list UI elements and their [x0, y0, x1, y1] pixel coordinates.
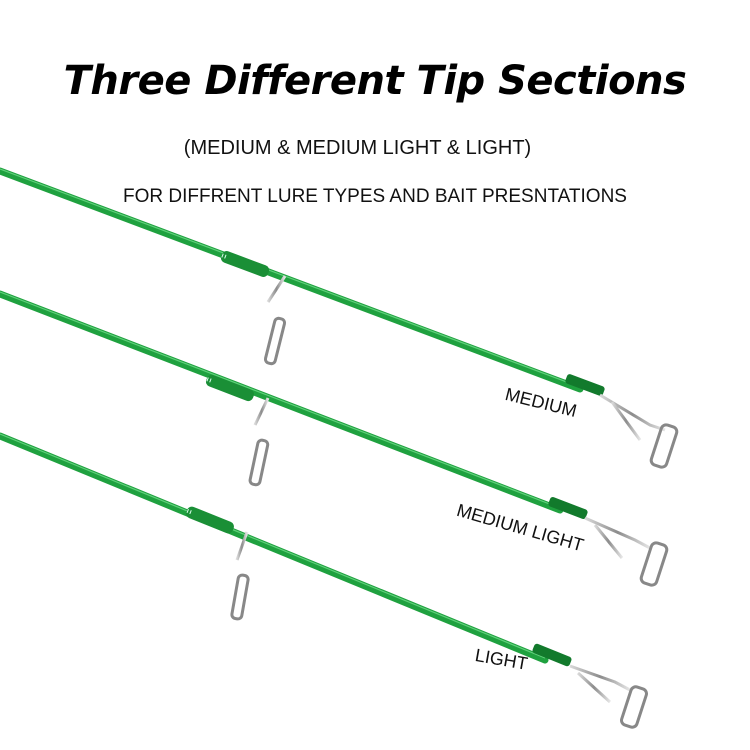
rod-highlight	[0, 168, 581, 388]
rod-blank	[0, 290, 564, 514]
tip-top-medium	[565, 374, 679, 469]
guide-ring	[230, 573, 250, 621]
rod-highlight	[0, 291, 561, 509]
rod-highlight	[0, 433, 546, 659]
guide-wire	[253, 397, 270, 426]
guide-wire	[266, 275, 287, 303]
rod-blank	[0, 432, 549, 664]
guide-ring	[263, 316, 287, 366]
rod-medium-light	[0, 290, 669, 587]
tip-top-light	[532, 643, 648, 729]
rod-blank	[0, 167, 584, 393]
tip-top-medium-light	[548, 497, 669, 587]
page-title: Three Different Tip Sections	[63, 58, 687, 104]
guide-ring	[248, 438, 270, 487]
rod-light	[0, 432, 648, 729]
tip-types-subtitle: (MEDIUM & MEDIUM LIGHT & LIGHT)	[183, 137, 532, 159]
ferrule-guide-2	[205, 374, 255, 402]
ferrule-guide-3	[186, 506, 234, 534]
guide-wire	[235, 531, 249, 561]
ferrule-guide-1	[220, 251, 270, 277]
usage-note: FOR DIFFRENT LURE TYPES AND BAIT PRESNTA…	[123, 186, 627, 207]
rod-medium	[0, 167, 679, 469]
